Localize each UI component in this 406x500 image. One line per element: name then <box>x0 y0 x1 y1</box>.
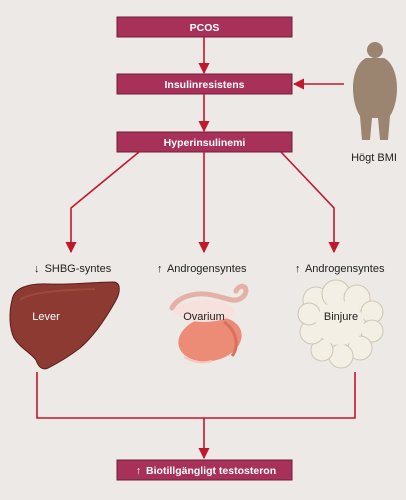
insulin-resistance-label: Insulinresistens <box>165 79 245 91</box>
hyperinsulinemia-label: Hyperinsulinemi <box>164 137 246 149</box>
effect-adrenal-androgen: ↑ Androgensyntes <box>295 263 385 275</box>
effect-ovary-androgen: ↑ Androgensyntes <box>157 263 247 275</box>
bioavailable-testosterone-label: Biotillgängligt testosteron <box>146 465 276 477</box>
effect-ovary-androgen-label: Androgensyntes <box>167 263 247 275</box>
arrow-hyper-to-liver <box>65 151 140 254</box>
high-bmi-label: Högt BMI <box>351 152 397 164</box>
hyperinsulinemia-box: Hyperinsulinemi <box>116 131 293 153</box>
liver-label: Lever <box>32 311 60 323</box>
liver-icon <box>9 281 120 370</box>
pcos-box: PCOS <box>116 16 293 38</box>
effect-shbg: ↓ SHBG-syntes <box>34 263 112 275</box>
person-silhouette-icon <box>353 42 397 140</box>
bioavailable-testosterone-text: ↑ Biotillgängligt testosteron <box>136 465 276 477</box>
connector-liver-down <box>36 372 356 419</box>
down-arrow-icon: ↓ <box>34 263 40 275</box>
pcos-label: PCOS <box>190 22 220 34</box>
ovary-icon <box>169 283 249 364</box>
arrows <box>36 37 356 460</box>
adrenal-label: Binjure <box>324 311 358 323</box>
effect-adrenal-androgen-label: Androgensyntes <box>305 263 385 275</box>
up-arrow-icon: ↑ <box>136 465 141 477</box>
arrow-hyper-to-adrenal <box>280 151 340 254</box>
up-arrow-icon: ↑ <box>295 263 301 275</box>
effect-shbg-label: SHBG-syntes <box>45 263 112 275</box>
up-arrow-icon: ↑ <box>157 263 163 275</box>
insulin-resistance-box: Insulinresistens <box>116 73 293 95</box>
bioavailable-testosterone-box: ↑ Biotillgängligt testosteron <box>116 459 293 481</box>
adrenal-gland-icon <box>297 279 384 369</box>
ovary-label: Ovarium <box>183 311 225 323</box>
